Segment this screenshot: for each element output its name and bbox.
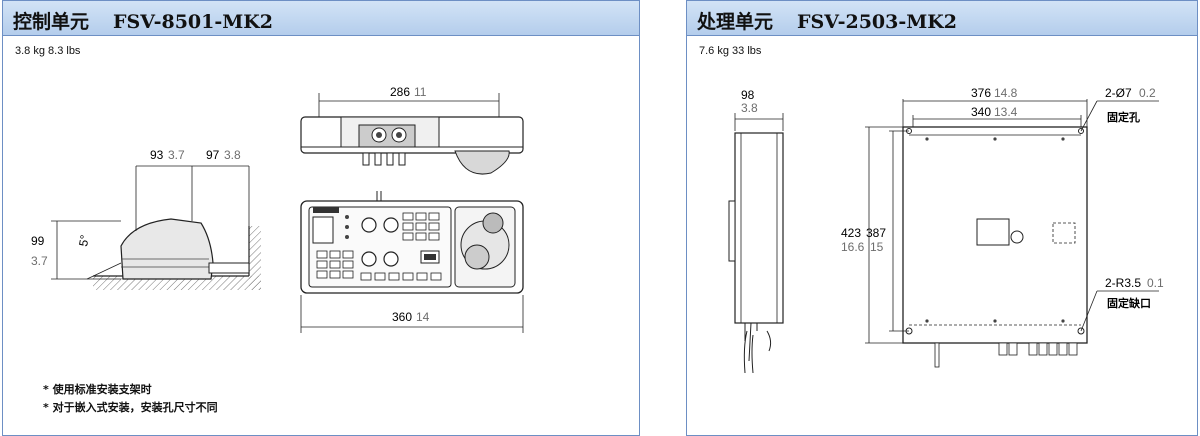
processor-unit-drawing: 98 3.8 376 14.8 340 13.4	[728, 86, 1164, 374]
control-unit-drawing: 93 3.7 97 3.8 99 3.7 5° 286 11	[31, 85, 524, 333]
angle-label: 5°	[76, 234, 92, 248]
control-unit-header: 控制单元 FSV-8501-MK2	[3, 1, 639, 36]
dim-387: 387	[866, 226, 886, 240]
dim-360-in: 14	[416, 310, 430, 324]
dim-286: 286	[390, 85, 410, 99]
notch-spec: 2-R3.5	[1105, 276, 1141, 290]
processor-front-view: 376 14.8 340 13.4	[841, 86, 1164, 368]
control-unit-weight: 3.8 kg 8.3 lbs	[15, 45, 81, 57]
control-unit-top-view: 286 11	[300, 85, 524, 175]
processor-unit-name: 处理单元	[697, 11, 774, 33]
control-unit-notes: * 使用标准安装支架时 * 对于嵌入式安装，安装孔尺寸不同	[43, 381, 218, 417]
dim-93: 93	[150, 148, 164, 162]
hole-spec-in: 0.2	[1139, 86, 1156, 100]
dim-97: 97	[206, 148, 220, 162]
processor-unit-header: 处理单元 FSV-2503-MK2	[687, 1, 1197, 36]
notch-label: 固定缺口	[1107, 296, 1151, 310]
dim-423: 423	[841, 226, 861, 240]
note-item: * 对于嵌入式安装，安装孔尺寸不同	[43, 401, 218, 414]
processor-unit-weight: 7.6 kg 33 lbs	[699, 45, 762, 57]
hole-label: 固定孔	[1107, 110, 1140, 124]
unit-side-body	[120, 218, 214, 280]
dim-376: 376	[971, 86, 991, 100]
control-unit-model: FSV-8501-MK2	[113, 11, 274, 33]
trackball-side	[454, 150, 510, 175]
hole-spec: 2-Ø7	[1105, 86, 1132, 100]
control-unit-panel: 控制单元 FSV-8501-MK2 3.8 kg 8.3 lbs 93 3.7 9…	[2, 0, 640, 436]
dim-97-in: 3.8	[224, 148, 241, 162]
dim-93-in: 3.7	[168, 148, 185, 162]
dim-340-in: 13.4	[994, 105, 1018, 119]
processor-unit-title: 处理单元 FSV-2503-MK2	[697, 7, 957, 34]
control-unit-name: 控制单元	[13, 11, 90, 33]
dim-286-in: 11	[414, 85, 427, 99]
processor-unit-panel: 处理单元 FSV-2503-MK2 7.6 kg 33 lbs 98 3.8 37…	[686, 0, 1198, 436]
dim-99: 99	[31, 234, 45, 248]
dim-387-in: 15	[870, 240, 884, 254]
bracket-side	[208, 262, 250, 274]
control-unit-side-view: 93 3.7 97 3.8 99 3.7 5°	[31, 148, 261, 290]
trackball	[482, 212, 504, 234]
processor-side-body	[734, 132, 784, 324]
dim-340: 340	[971, 105, 991, 119]
dim-360: 360	[392, 310, 412, 324]
dim-376-in: 14.8	[994, 86, 1018, 100]
dim-423-in: 16.6	[841, 240, 865, 254]
processor-side-view: 98 3.8	[728, 88, 784, 374]
mounting-wall	[249, 226, 261, 290]
control-unit-title: 控制单元 FSV-8501-MK2	[13, 7, 273, 34]
processor-unit-model: FSV-2503-MK2	[797, 11, 958, 33]
notch-spec-in: 0.1	[1147, 276, 1164, 290]
dim-98: 98	[741, 88, 755, 102]
dim-99-in: 3.7	[31, 254, 48, 268]
dim-98-in: 3.8	[741, 101, 758, 115]
control-unit-front-view: 360 14	[300, 191, 524, 333]
note-item: * 使用标准安装支架时	[43, 383, 152, 396]
